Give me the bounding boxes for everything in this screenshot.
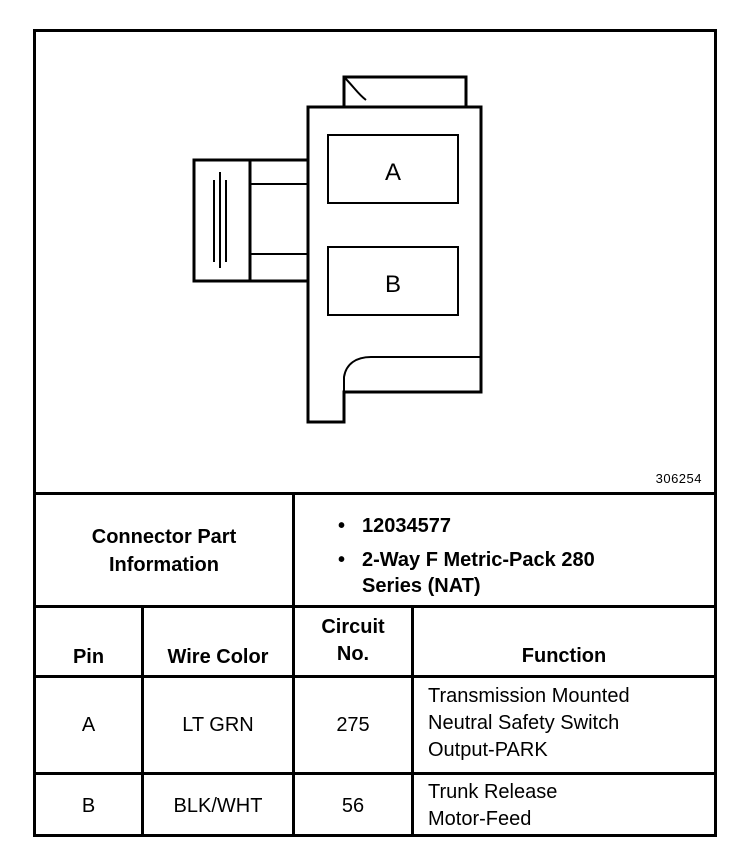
info-label-line1: Connector Part [91,526,237,548]
connector-body [306,105,483,424]
header-circuit-line2: No. [336,643,370,665]
cavity-b-label: B [385,271,401,298]
row-a-function-line3: Output-PARK [428,739,548,761]
row-a-circuit: 275 [336,714,370,736]
connector-info-frame: A B 306254 Connector Part Information • … [33,29,717,837]
connector-top-latch [342,75,468,107]
cavity-a-label: A [385,159,401,186]
col-divider-3 [411,605,414,837]
header-separator [36,675,714,678]
row-a-wire-color: LT GRN [182,714,254,736]
row-a-pin: A [81,714,96,736]
row-b-circuit: 56 [341,795,365,817]
connector-lock-tab [192,158,252,283]
row-b-function-line1: Trunk Release [428,781,558,803]
row-b-wire-color: BLK/WHT [173,795,263,817]
connector-type-line2: Series (NAT) [362,575,481,597]
connector-top-latch-curve [343,76,367,101]
header-circuit-line1: Circuit [321,616,385,638]
connector-drawing: A B [192,75,483,424]
row-a-function-line1: Transmission Mounted [428,685,630,707]
info-bullet-dot-1: • [338,515,346,537]
info-bullet-dot-2: • [338,549,346,571]
header-wire-color: Wire Color [167,646,269,668]
connector-type-line1: 2-Way F Metric-Pack 280 [362,549,595,571]
cavity-b-box [327,246,459,316]
header-function: Function [521,645,607,667]
row-b-function-line2: Motor-Feed [428,808,532,830]
info-divider [292,492,295,605]
figure-id: 306254 [655,471,702,486]
info-label-line2: Information [109,554,219,576]
cavity-a-box [327,134,459,204]
connector-bottom-curve [343,356,481,392]
row-separator [36,772,714,775]
connector-diagram: A B 306254 [36,32,714,495]
diagram-separator [36,492,714,495]
row-a-function-line2: Neutral Safety Switch [428,712,620,734]
part-number: 12034577 [362,515,451,537]
col-divider-1 [141,605,144,837]
col-divider-2 [292,605,295,837]
row-b-pin: B [81,795,96,817]
info-separator [36,605,714,608]
header-pin: Pin [72,646,105,668]
